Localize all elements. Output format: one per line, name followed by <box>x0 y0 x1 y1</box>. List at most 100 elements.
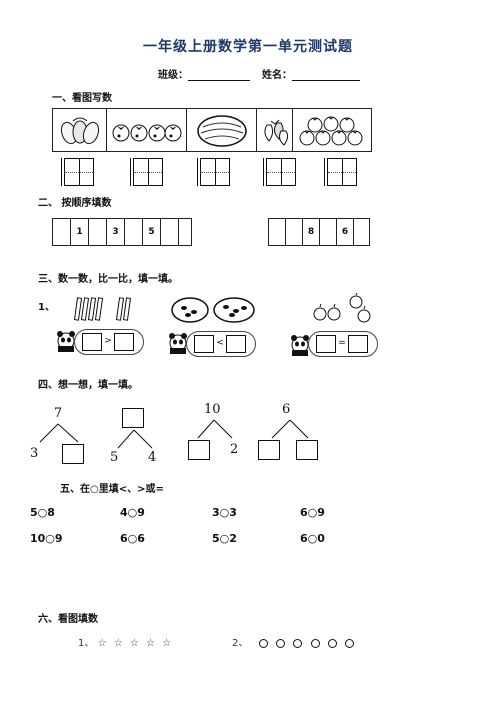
seq-b-cell: 6 <box>336 219 353 245</box>
item-2: 2、 <box>232 634 355 649</box>
seq-a-cell[interactable] <box>178 219 192 245</box>
item-1-label: 1、 <box>78 638 95 649</box>
compare-operator: > <box>104 336 112 346</box>
seq-b-cell[interactable] <box>268 219 285 245</box>
compare-answer-box[interactable] <box>348 335 368 353</box>
star-icons: ☆ ☆ ☆ ☆ ☆ <box>97 638 174 649</box>
answer-box-2[interactable] <box>130 158 163 186</box>
picture-persimmons <box>107 109 187 151</box>
compare-item[interactable]: 6○6 <box>120 532 145 545</box>
compare-bubble-1 <box>74 329 144 355</box>
compare-item[interactable]: 6○0 <box>300 532 325 545</box>
panda-icon <box>169 333 187 354</box>
name-blank[interactable] <box>292 69 360 81</box>
compare-bubble-3 <box>308 331 378 357</box>
section-6-heading: 六、看图填数 <box>38 614 98 625</box>
apple-icon <box>313 292 371 323</box>
seq-a-cell[interactable] <box>52 219 70 245</box>
tomato-icon <box>299 116 363 146</box>
picture-strawberries <box>257 109 293 151</box>
seq-a-cell[interactable] <box>88 219 106 245</box>
tree-4-left-answer-box[interactable] <box>258 440 280 460</box>
compare-operator: = <box>338 338 346 348</box>
answer-box-1[interactable] <box>61 158 94 186</box>
persimmon-icon <box>112 124 182 142</box>
tree-4-branches <box>271 419 309 439</box>
tree-4-top: 6 <box>282 402 291 417</box>
watermelon-icon <box>197 115 247 147</box>
panda-icon <box>57 331 75 352</box>
compare-item[interactable]: 3○3 <box>212 506 237 519</box>
tree-1-answer-box[interactable] <box>62 444 84 464</box>
circle-icon <box>345 638 355 648</box>
compare-bubble-2 <box>186 331 256 357</box>
picture-watermelon <box>187 109 257 151</box>
circle-icon <box>258 638 268 648</box>
section-5-heading: 五、在○里填<、>或= <box>60 484 164 495</box>
compare-answer-box[interactable] <box>114 333 134 351</box>
seq-b-cell: 8 <box>302 219 319 245</box>
compare-answer-box[interactable] <box>226 335 246 353</box>
tree-2-branches <box>117 429 153 449</box>
seq-b-cell[interactable] <box>285 219 302 245</box>
tree-4-right-answer-box[interactable] <box>296 440 318 460</box>
item-1: 1、 ☆ ☆ ☆ ☆ ☆ <box>78 634 173 649</box>
picture-row <box>52 108 372 152</box>
seq-a-cell: 5 <box>142 219 160 245</box>
class-field: 班级： <box>158 66 250 81</box>
circle-icon <box>310 638 320 648</box>
panda-icon <box>291 335 309 356</box>
compare-item[interactable]: 5○2 <box>212 532 237 545</box>
tree-2-left: 5 <box>110 450 119 465</box>
pencil-icon <box>74 297 132 321</box>
answer-box-5[interactable] <box>324 158 357 186</box>
answer-box-3[interactable] <box>197 158 230 186</box>
tree-3-top: 10 <box>204 402 221 417</box>
compare-answer-box[interactable] <box>82 333 102 351</box>
answer-box-4[interactable] <box>263 158 296 186</box>
tree-2-right: 4 <box>148 450 157 465</box>
circle-icons <box>258 638 356 649</box>
compare-item[interactable]: 10○9 <box>30 532 63 545</box>
compare-operator: < <box>216 338 224 348</box>
sequence-row-a: 1 3 5 <box>52 218 192 246</box>
section-1-heading: 一、看图写数 <box>52 93 112 104</box>
tree-1-left: 3 <box>30 446 39 461</box>
page-title: 一年级上册数学第一单元测试题 <box>143 39 353 55</box>
tree-1-branches <box>39 423 79 443</box>
tree-1-top: 7 <box>53 406 63 421</box>
picture-mangoes <box>53 109 107 151</box>
class-label: 班级： <box>158 70 188 81</box>
seq-a-cell[interactable] <box>160 219 178 245</box>
section-3-item-label: 1、 <box>38 302 55 313</box>
name-label: 姓名： <box>262 70 292 81</box>
seq-b-cell[interactable] <box>319 219 336 245</box>
circle-icon <box>293 638 303 648</box>
seq-b-cell[interactable] <box>353 219 370 245</box>
sequence-row-b: 8 6 <box>268 218 370 246</box>
section-4-heading: 四、想一想，填一填。 <box>38 380 138 391</box>
strawberry-icon <box>264 119 289 146</box>
seq-a-cell[interactable] <box>124 219 142 245</box>
section-3-heading: 三、数一数，比一比，填一填。 <box>38 274 178 285</box>
fishbowl-icon <box>171 297 255 323</box>
compare-item[interactable]: 5○8 <box>30 506 55 519</box>
circle-icon <box>328 638 337 648</box>
compare-item[interactable]: 4○9 <box>120 506 145 519</box>
seq-a-cell: 1 <box>70 219 88 245</box>
tree-3-right: 2 <box>230 442 239 457</box>
tree-2-answer-box[interactable] <box>122 408 144 428</box>
seq-a-cell: 3 <box>106 219 124 245</box>
item-2-label: 2、 <box>232 638 249 649</box>
circle-icon <box>275 638 285 648</box>
tree-3-answer-box[interactable] <box>188 440 210 460</box>
class-blank[interactable] <box>188 69 250 81</box>
picture-tomatoes <box>293 109 371 151</box>
section-2-heading: 二、 按顺序填数 <box>38 198 112 209</box>
compare-answer-box[interactable] <box>316 335 336 353</box>
compare-item[interactable]: 6○9 <box>300 506 325 519</box>
mango-icon <box>60 117 100 145</box>
tree-3-branches <box>197 419 233 439</box>
compare-answer-box[interactable] <box>194 335 214 353</box>
name-field: 姓名： <box>262 66 360 81</box>
